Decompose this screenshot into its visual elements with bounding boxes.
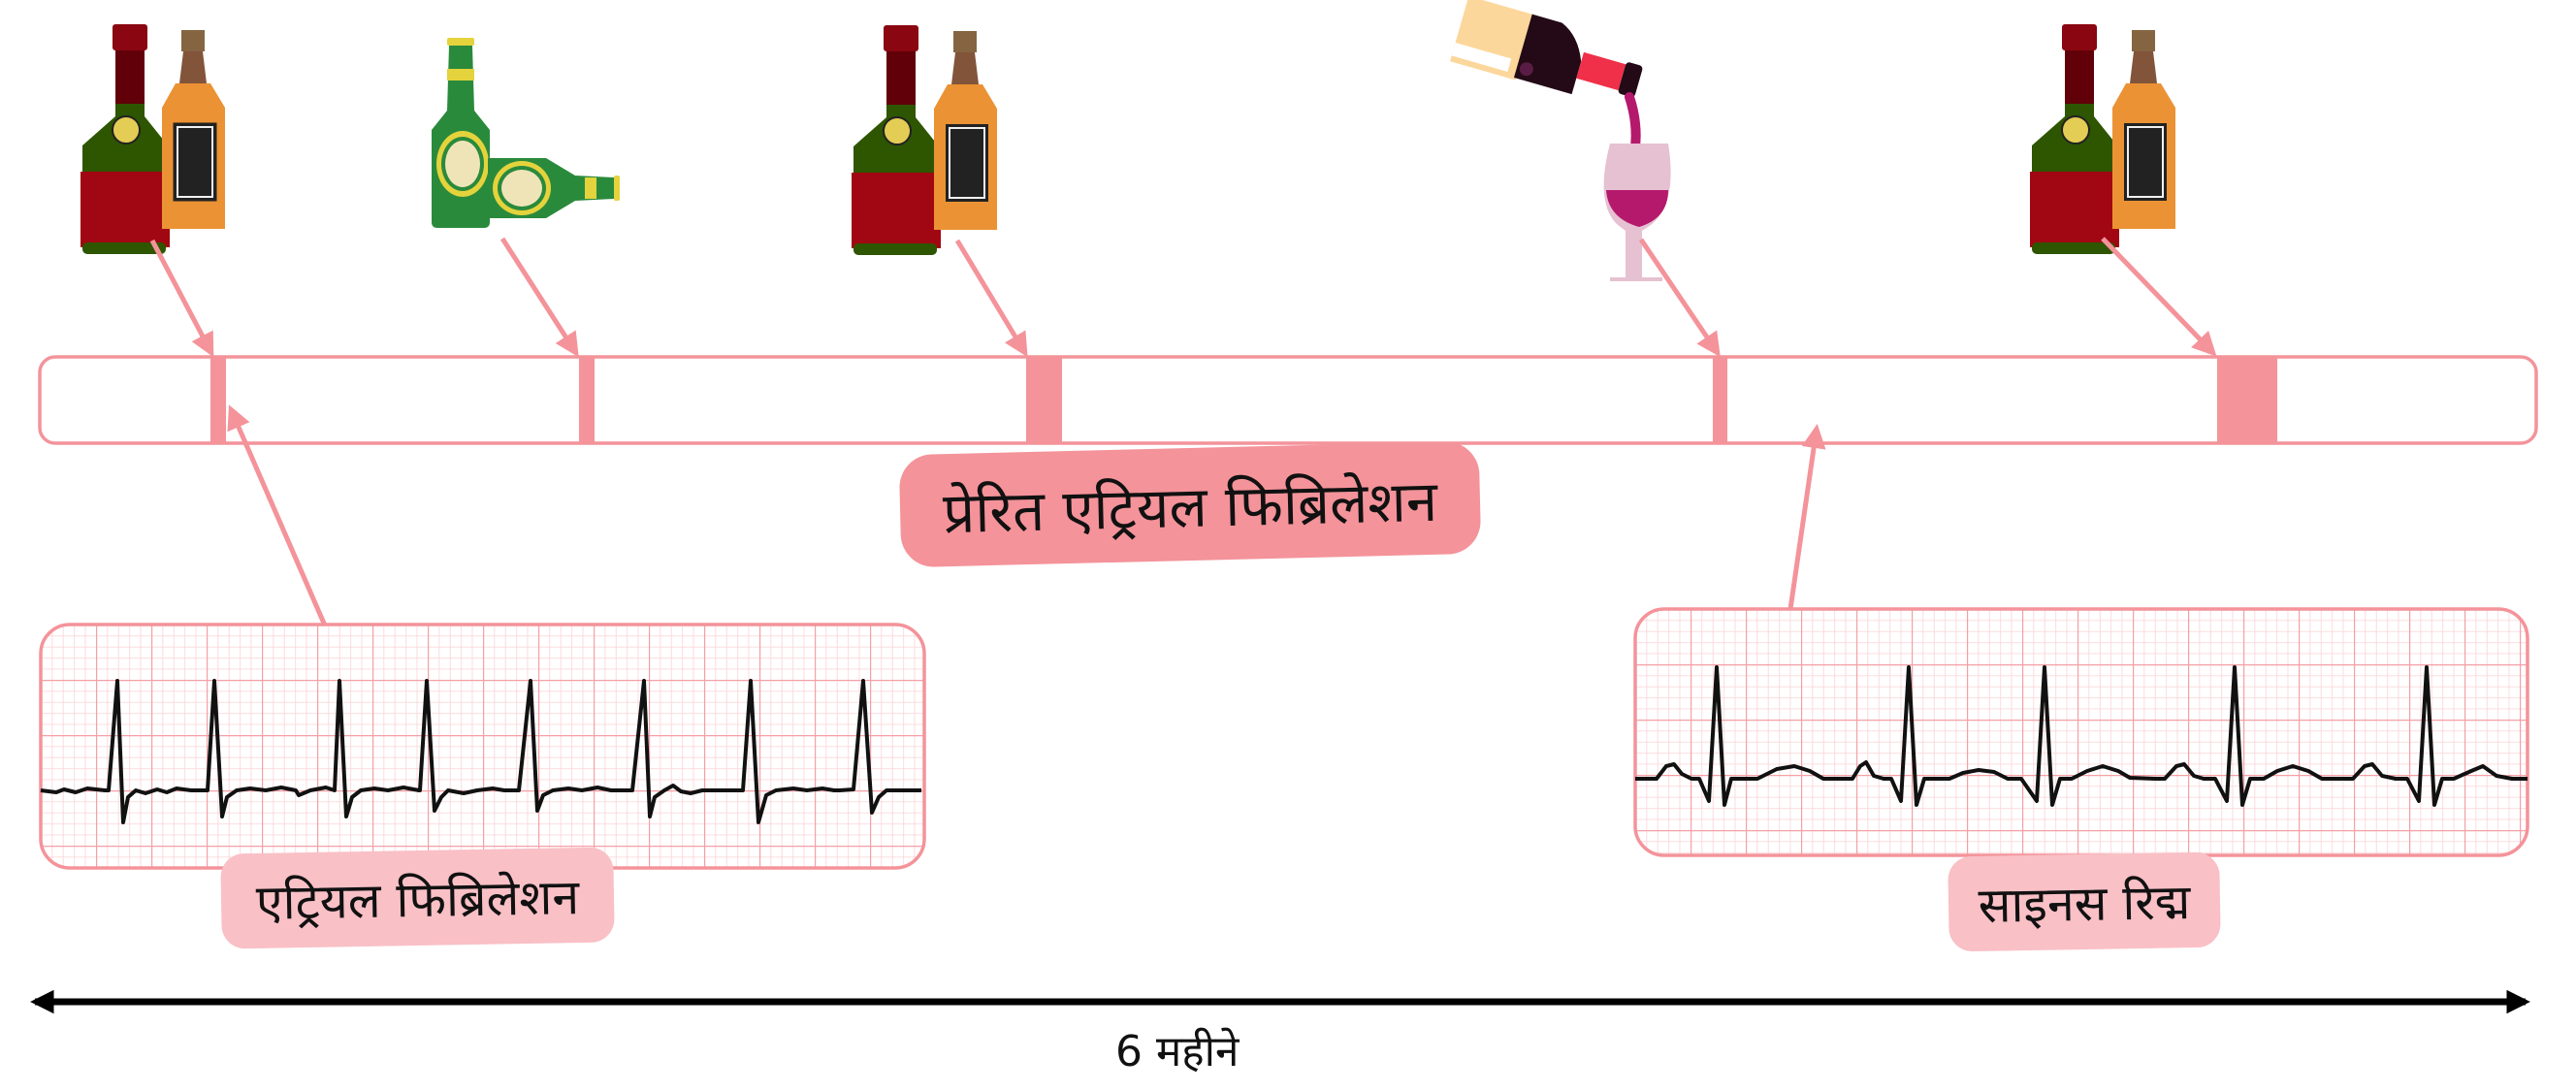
beer-bottles-icon	[432, 38, 620, 228]
af-label-text: एट्रियल फिब्रिलेशन	[255, 869, 580, 931]
arrow-icon	[1638, 238, 1721, 358]
upright-beer-bottle-icon	[432, 38, 490, 228]
sinus-ecg-strip	[1633, 607, 2529, 857]
arrow-icon	[149, 239, 214, 358]
arrow-icon	[227, 404, 328, 626]
sinus-rhythm-label: साइनस रिद्म	[1948, 851, 2221, 952]
orange-bottle-icon	[162, 30, 225, 229]
induced-af-label: प्रेरित एट्रियल फिब्रिलेशन	[898, 440, 1482, 568]
lying-beer-bottle-icon	[488, 158, 620, 218]
sinus-rhythm-label-text: साइनस रिद्म	[1978, 874, 2191, 934]
green-red-bottle-icon	[80, 24, 170, 254]
af-episode-marker-3	[1026, 357, 1062, 443]
induced-af-label-text: प्रेरित एट्रियल फिब्रिलेशन	[942, 467, 1438, 546]
wine-bottle-icon	[1450, 0, 1643, 98]
af-label: एट्रियल फिब्रिलेशन	[220, 847, 615, 949]
drink-to-episode-arrows	[149, 237, 2217, 626]
af-episode-marker-4	[1713, 357, 1727, 443]
duration-label: 6 महीने	[1115, 1020, 1239, 1078]
sinus-ecg-trace	[1635, 665, 2528, 807]
arrow-icon	[954, 239, 1028, 358]
arrow-icon	[2101, 237, 2217, 357]
liquor-bottles-icon	[80, 24, 225, 254]
duration-label-text: 6 महीने	[1115, 1027, 1240, 1076]
af-episode-marker-5	[2217, 357, 2277, 443]
liquor-bottles-icon	[2030, 24, 2175, 254]
arrow-icon	[1787, 424, 1826, 610]
af-ecg-strip	[39, 623, 926, 870]
af-episode-marker-1	[210, 357, 226, 443]
af-episode-marker-2	[579, 357, 595, 443]
arrow-icon	[499, 237, 579, 358]
wine-pour-icon	[1450, 0, 1671, 281]
af-ecg-trace	[40, 679, 921, 824]
rhythm-timeline-bar	[38, 355, 2538, 445]
liquor-bottles-icon	[852, 25, 997, 255]
